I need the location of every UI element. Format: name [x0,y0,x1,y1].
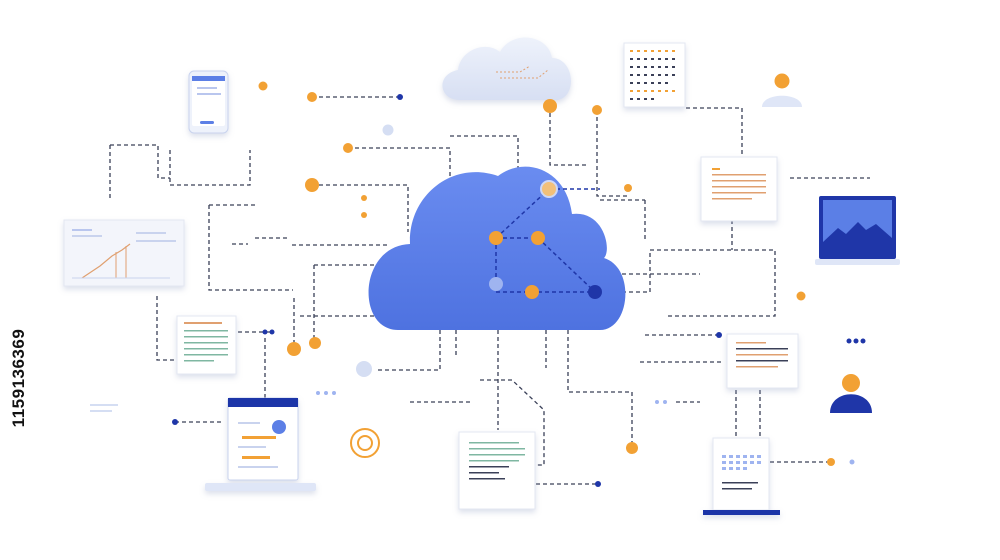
image-id-text: 1159136369 [9,328,28,428]
central-cloud-icon [368,166,626,330]
network-node [489,231,503,245]
navy-dot [595,481,601,487]
orange-dot [543,99,557,113]
navy-dot [716,332,722,338]
endpoint-dots [172,81,866,487]
orange-dot [624,184,632,192]
laptop-icon [815,196,900,265]
network-node [540,180,558,198]
light-dot [316,391,320,395]
light-dot [324,391,328,395]
orange-dot [361,195,367,201]
navy-dot [262,329,268,335]
connector-line [480,379,545,466]
tablet-icon [703,437,780,515]
connector-line [378,330,441,371]
calendar-icon [623,42,686,108]
laptop-icon [205,397,316,491]
light-dot [663,400,667,404]
document-icon [726,333,799,389]
orange-dot [626,442,638,454]
connector-line [549,106,588,166]
connector-line [169,150,251,186]
chart-icon [63,219,185,287]
navy-dot [846,338,852,344]
light-dot [356,361,372,377]
orange-dot [287,342,301,356]
connector-line [596,110,628,197]
small-cloud-icon [442,37,571,100]
orange-dot [361,212,367,218]
network-node [489,277,503,291]
navy-dot [860,338,866,344]
target-icon [350,428,380,458]
document-icon [176,315,237,375]
orange-dot [827,458,835,466]
connector-line [348,147,451,176]
navy-dot [397,94,403,100]
network-node [525,285,539,299]
user-icon [830,374,872,413]
orange-dot [796,291,806,301]
connector-line [110,144,170,179]
network-node [531,231,545,245]
smartphone-icon [188,70,229,134]
orange-dot [309,337,321,349]
connector-line [686,107,743,158]
connector-line [312,184,409,232]
navy-dot [172,419,178,425]
light-dot [655,400,659,404]
navy-dot [269,329,275,335]
document-icon [458,431,536,510]
orange-dot [307,92,317,102]
connector-line [608,249,776,317]
light-dot [849,459,855,465]
navy-dot [853,338,859,344]
connector-line [567,330,633,448]
network-node [588,285,602,299]
document-icon [700,156,778,222]
connector-line [156,296,177,361]
orange-dot [592,105,602,115]
connector-line [450,135,519,176]
connector-line [208,204,293,291]
light-dot [332,391,336,395]
light-dot [382,124,394,136]
orange-dot [305,178,319,192]
orange-dot [258,81,268,91]
user-icon [762,73,802,107]
caption-lines [90,404,118,412]
orange-dot [343,143,353,153]
